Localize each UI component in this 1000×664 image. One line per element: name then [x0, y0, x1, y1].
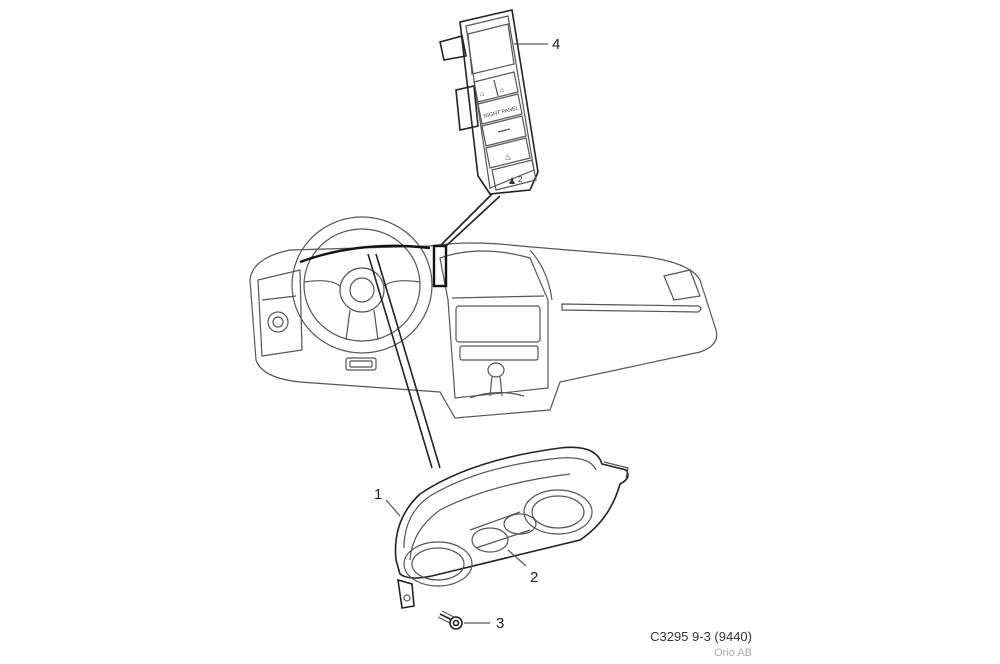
callout-4: 4: [552, 36, 561, 53]
callout-3: 3: [496, 615, 505, 632]
instrument-cluster: [385, 446, 629, 609]
dashboard: [249, 242, 718, 419]
leader-switch: [439, 191, 501, 247]
switch-panel: ⌂ ⌂ NIGHT PANEL ♨ ♟ 2: [439, 9, 548, 195]
steering-wheel: [291, 216, 433, 354]
mirror-icon-2: ⌂: [500, 87, 504, 94]
callout-1: 1: [374, 486, 383, 503]
screw: [437, 610, 490, 630]
mirror-icon: ⌂: [480, 91, 484, 98]
seat-icon: ♟: [508, 176, 516, 186]
figure-caption: C3295 9-3 (9440): [650, 629, 752, 644]
cluster-location-outline: [299, 244, 431, 264]
seat-heat-level: 2: [518, 175, 523, 184]
leader-cluster: [367, 253, 441, 469]
seat-heat-icon: ♨: [504, 152, 512, 162]
figure-credit: Orio AB: [714, 647, 752, 659]
callout-2: 2: [530, 569, 539, 586]
